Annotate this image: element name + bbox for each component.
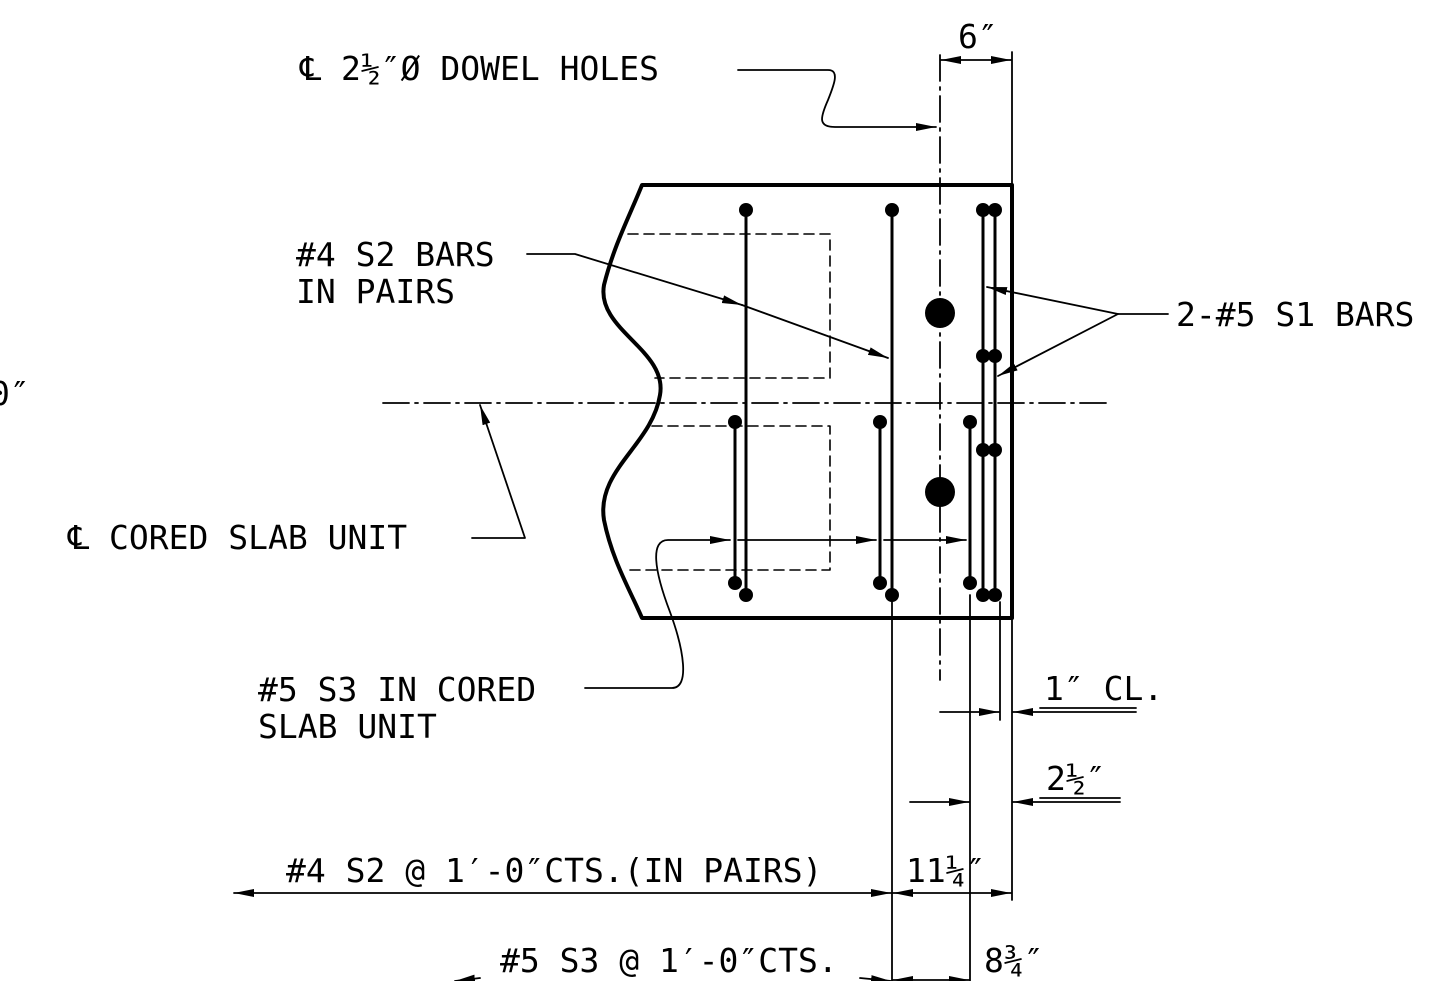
s1-bars-label: 2-#5 S1 BARS (1176, 295, 1414, 334)
s3-spacing-label: #5 S3 @ 1′-0″CTS. (500, 941, 838, 980)
bar-end-dot (885, 203, 899, 217)
dowel-holes-leader (737, 69, 937, 131)
one-inch-cl-label: 1″ CL. (1044, 669, 1163, 708)
edge-fragment-label: 0″ (0, 374, 30, 413)
eleven-quarter-label: 11¼″ (906, 851, 985, 890)
bar-end-dot (976, 588, 990, 602)
dowel-hole (925, 298, 955, 328)
s2-bars-leader-lower (741, 304, 889, 359)
bar-end-dot (988, 588, 1002, 602)
bar-end-dot (988, 349, 1002, 363)
six-inch-label: 6″ (958, 17, 998, 56)
s3-leader (584, 536, 731, 689)
bar-end-dot (885, 588, 899, 602)
bar-end-dot (976, 349, 990, 363)
s2-bars-label-line1: #4 S2 BARS (296, 235, 495, 274)
bar-end-dot (976, 203, 990, 217)
cored-slab-unit-label: ℄ CORED SLAB UNIT (67, 518, 407, 557)
bar-end-dot (873, 576, 887, 590)
dowel-holes-label: ℄ 2½″Ø DOWEL HOLES (299, 49, 659, 88)
core-void-upper (627, 233, 831, 379)
dowel-hole (925, 477, 955, 507)
bar-end-dot (988, 443, 1002, 457)
s2-spacing-label: #4 S2 @ 1′-0″CTS.(IN PAIRS) (286, 851, 822, 890)
bar-end-dot (728, 415, 742, 429)
bar-end-dot (963, 415, 977, 429)
s3-label-line1: #5 S3 IN CORED (258, 670, 536, 709)
bar-end-dot (728, 576, 742, 590)
bar-end-dot (988, 203, 1002, 217)
bar-end-dot (976, 443, 990, 457)
eight-three-quarter-label: 8¾″ (984, 941, 1044, 980)
two-half-inch-label: 2½″ (1046, 759, 1106, 798)
slab-outline (601, 183, 1014, 620)
bar-end-dot (739, 588, 753, 602)
bar-end-dot (873, 415, 887, 429)
cored-slab-leader (471, 404, 526, 539)
s1-bars-leader-b (997, 313, 1119, 377)
s1-bars-leader-a (986, 286, 1169, 315)
bar-end-dot (739, 203, 753, 217)
bar-end-dot (963, 576, 977, 590)
s3-label-line2: SLAB UNIT (258, 707, 437, 746)
core-void-lower (623, 425, 831, 571)
s2-bars-leader-upper (526, 253, 743, 306)
s2-bars-label-line2: IN PAIRS (296, 272, 455, 311)
